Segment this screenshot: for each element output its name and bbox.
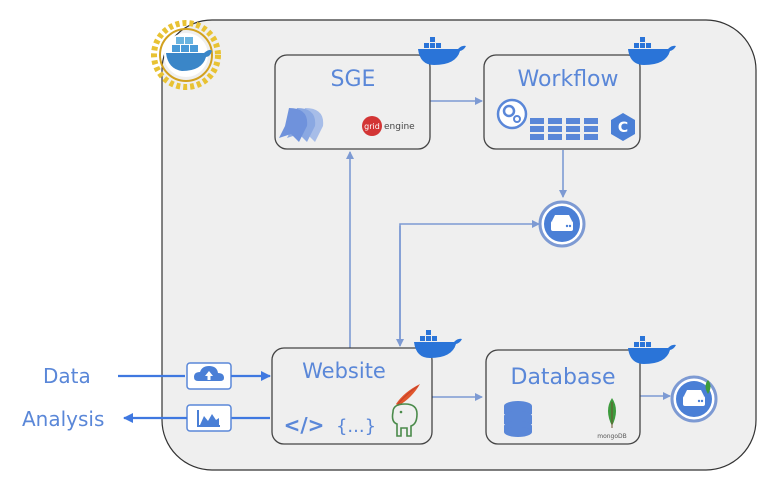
area-chart-icon xyxy=(197,410,220,427)
elephant-icon xyxy=(391,403,418,437)
dna-docker-logo-icon xyxy=(151,20,221,90)
database-title: Database xyxy=(511,365,616,390)
database-node: Database mongoDB xyxy=(485,349,641,445)
gears-icon xyxy=(496,98,528,130)
json-icon: {...} xyxy=(336,416,376,437)
data-input-label: Data xyxy=(43,364,91,388)
storage-drive-icon-shared xyxy=(538,200,586,248)
cloud-upload-icon xyxy=(194,366,224,381)
storage-drive-icon-database xyxy=(670,375,718,423)
svg-text:engine: engine xyxy=(384,122,415,132)
workflow-title: Workflow xyxy=(517,67,618,92)
code-icon: </> xyxy=(284,413,325,437)
svg-text:grid: grid xyxy=(364,122,380,131)
server-rack-icon xyxy=(530,118,598,140)
container-frame xyxy=(161,19,757,471)
mongodb-logo: mongoDB xyxy=(597,398,627,440)
grid-engine-logo: grid engine xyxy=(362,116,415,136)
apache-feather-icon xyxy=(396,384,420,406)
c-language-icon: C xyxy=(611,113,635,141)
rocket-cluster-icon xyxy=(279,108,324,142)
website-node: Website </> {...} xyxy=(271,347,433,445)
database-icon xyxy=(504,401,532,437)
website-title: Website xyxy=(302,359,386,383)
sge-node: SGE grid engine xyxy=(274,54,431,150)
svg-text:C: C xyxy=(618,120,628,136)
svg-text:mongoDB: mongoDB xyxy=(597,433,627,440)
sge-title: SGE xyxy=(331,67,376,92)
upload-button[interactable] xyxy=(186,362,232,390)
analysis-output-label: Analysis xyxy=(22,407,104,431)
workflow-node: Workflow C xyxy=(483,54,641,150)
chart-button[interactable] xyxy=(186,404,232,432)
